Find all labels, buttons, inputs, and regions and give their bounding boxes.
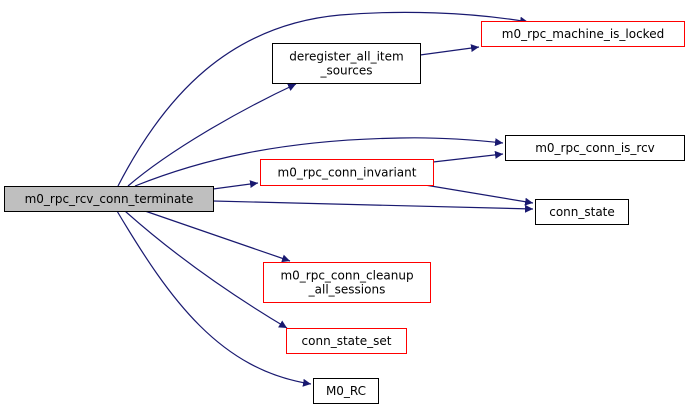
node-box xyxy=(263,262,431,303)
node-root: m0_rpc_rcv_conn_terminate xyxy=(4,186,214,212)
node-label: m0_rpc_conn_is_rcv xyxy=(535,141,655,155)
node-invariant[interactable]: m0_rpc_conn_invariant xyxy=(260,159,434,186)
node-state_set[interactable]: conn_state_set xyxy=(286,328,407,354)
edge-root-to-state_set xyxy=(124,210,288,329)
node-label: m0_rpc_conn_cleanup xyxy=(280,269,413,283)
node-box xyxy=(505,135,685,161)
node-m0_rc[interactable]: M0_RC xyxy=(313,378,379,404)
edge-deregister-to-locked xyxy=(419,44,480,56)
node-is_rcv[interactable]: m0_rpc_conn_is_rcv xyxy=(505,135,685,161)
node-label: m0_rpc_conn_invariant xyxy=(278,166,417,180)
edge-root-to-conn_state xyxy=(212,200,534,213)
edge-root-to-cleanup xyxy=(144,210,291,263)
node-box xyxy=(286,328,407,354)
edge-invariant-to-conn_state xyxy=(424,184,534,206)
node-label: deregister_all_item xyxy=(289,50,403,64)
node-cleanup[interactable]: m0_rpc_conn_cleanup_all_sessions xyxy=(263,262,431,303)
node-box xyxy=(481,21,685,47)
node-box xyxy=(535,199,629,225)
node-label: m0_rpc_machine_is_locked xyxy=(502,27,664,41)
node-box xyxy=(4,186,214,212)
node-label: M0_RC xyxy=(326,384,366,398)
node-label: _all_sessions xyxy=(308,283,386,297)
node-box xyxy=(272,43,421,84)
node-box xyxy=(313,378,379,404)
node-label: _sources xyxy=(319,64,372,78)
node-deregister[interactable]: deregister_all_item_sources xyxy=(272,43,421,84)
edge-root-to-deregister xyxy=(127,83,297,187)
node-label: conn_state xyxy=(549,205,615,219)
edge-root-to-invariant xyxy=(212,180,259,190)
node-label: conn_state_set xyxy=(302,334,392,348)
node-box xyxy=(260,159,434,186)
node-conn_state[interactable]: conn_state xyxy=(535,199,629,225)
edge-invariant-to-is_rcv xyxy=(432,150,504,163)
edge-root-to-is_rcv xyxy=(134,137,504,187)
node-label: m0_rpc_rcv_conn_terminate xyxy=(25,192,194,206)
edge-root-to-locked xyxy=(117,11,529,187)
node-locked[interactable]: m0_rpc_machine_is_locked xyxy=(481,21,685,47)
edge-root-to-m0_rc xyxy=(116,210,312,387)
